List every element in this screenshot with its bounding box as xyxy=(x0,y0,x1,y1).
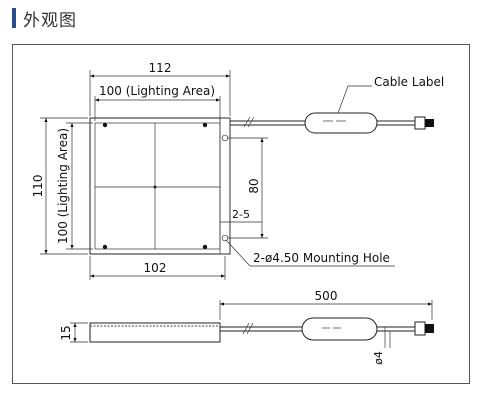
mounting-tab xyxy=(219,117,231,255)
dim-thickness: 15 xyxy=(59,325,73,340)
screw-dot xyxy=(202,244,208,250)
cable-connector-side xyxy=(414,321,426,336)
top-cable: Cable Label xyxy=(230,75,444,134)
dim-lighting-height: 100 (Lighting Area) xyxy=(56,128,70,244)
mounting-hole-label: 2-ø4.50 Mounting Hole xyxy=(253,251,390,265)
top-view: 112 100 (Lighting Area) 110 100 (Lightin… xyxy=(31,61,395,280)
mounting-hole xyxy=(221,134,229,142)
dim-cable-dia: ø4 xyxy=(372,351,385,365)
mounting-hole xyxy=(221,234,229,242)
cable-label-sleeve-side xyxy=(301,317,378,341)
dim-width-outer: 112 xyxy=(149,61,172,75)
cable-label-sleeve xyxy=(304,112,378,134)
cable-connector xyxy=(414,116,426,130)
screw-dot xyxy=(102,244,108,250)
screw-dot xyxy=(202,122,208,128)
cable-label-text: Cable Label xyxy=(374,75,444,89)
dim-height-outer: 110 xyxy=(31,175,45,198)
dim-hole-offset: 2-5 xyxy=(232,208,250,221)
lighting-area xyxy=(94,122,221,250)
page-title: 外观图 xyxy=(23,10,77,31)
dim-bottom-width: 102 xyxy=(144,261,167,275)
dim-hole-spacing: 80 xyxy=(247,178,261,193)
dim-lighting-width: 100 (Lighting Area) xyxy=(99,84,215,98)
side-view: 500 15 ø4 xyxy=(59,289,434,365)
section-header: 外观图 xyxy=(12,6,77,31)
connector-plug-side xyxy=(425,324,434,333)
dim-cable-length: 500 xyxy=(315,289,338,303)
panel-side xyxy=(89,322,221,343)
header-accent-bar xyxy=(12,8,16,28)
screw-dot xyxy=(102,122,108,128)
connector-plug xyxy=(425,119,434,127)
panel-outline xyxy=(89,117,231,255)
center-dot xyxy=(153,185,157,189)
drawing-frame xyxy=(12,44,470,384)
